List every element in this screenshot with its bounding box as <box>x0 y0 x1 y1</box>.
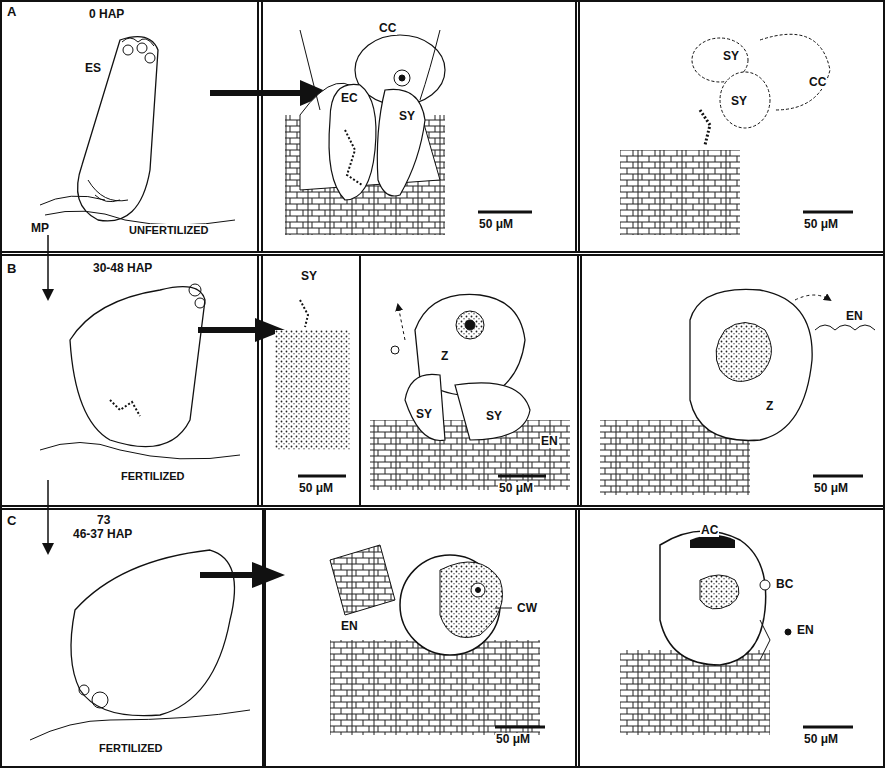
figure-label: CW <box>516 602 538 615</box>
figure-label: 46-37 HAP <box>72 528 133 541</box>
figure-label: SY <box>300 270 318 283</box>
figure-label: EN <box>845 310 864 323</box>
figure-label: AC <box>700 524 719 537</box>
figure-label: ES <box>84 62 102 75</box>
figure-label: 50 μM <box>478 218 514 231</box>
figure-label: 0 HAP <box>88 8 125 21</box>
figure-label: 30-48 HAP <box>92 262 153 275</box>
figure-label: CC <box>378 22 397 35</box>
figure-label: SY <box>415 408 433 421</box>
figure-label: A <box>6 5 17 19</box>
figure-label: FERTILIZED <box>98 742 164 754</box>
figure-label: 50 μM <box>813 482 849 495</box>
figure-label: CC <box>808 76 827 89</box>
figure-label: 50 μM <box>803 733 839 746</box>
figure-label: 50 μM <box>298 482 334 495</box>
figure-label: Z <box>765 400 774 413</box>
figure-label: Z <box>440 350 449 363</box>
figure-label: EC <box>340 92 359 105</box>
figure-label: 50 μM <box>498 482 534 495</box>
figure-label: SY <box>722 50 740 63</box>
figure-label: 50 μM <box>495 733 531 746</box>
figure-label: 50 μM <box>803 218 839 231</box>
figure-label: EN <box>796 624 815 637</box>
figure-label: BC <box>775 578 794 591</box>
figure-label: EN <box>540 435 559 448</box>
figure-label: SY <box>730 95 748 108</box>
figure-label: MP <box>30 222 50 235</box>
figure-label: FERTILIZED <box>120 470 186 482</box>
figure-label: 73 <box>96 514 111 527</box>
figure-label: EN <box>340 620 359 633</box>
figure-label: C <box>6 514 17 528</box>
figure-label: SY <box>485 410 503 423</box>
figure-label: SY <box>398 110 416 123</box>
figure-label: UNFERTILIZED <box>128 224 209 236</box>
figure-label: B <box>6 262 17 276</box>
